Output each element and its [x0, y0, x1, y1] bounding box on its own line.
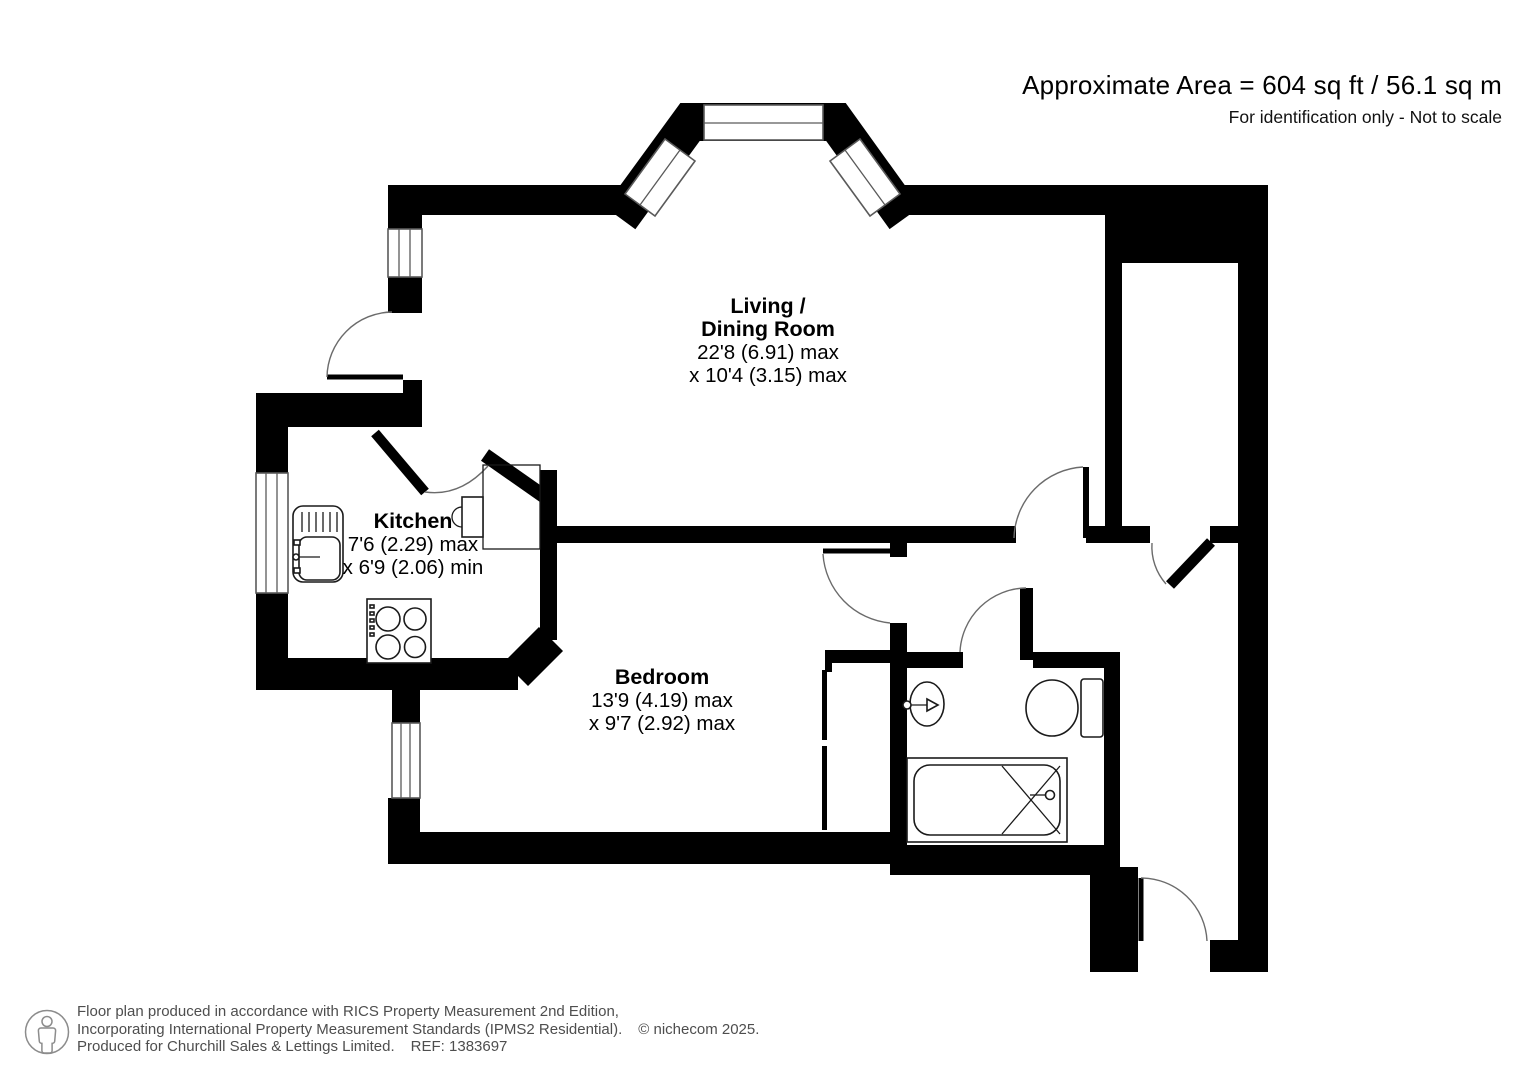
room-dimensions: 13'9 (4.19) max [591, 689, 733, 712]
wardrobe-line [822, 670, 827, 740]
room-name: Bedroom [614, 665, 710, 689]
hob [366, 598, 432, 664]
footer-line2: Incorporating International Property Mea… [77, 1021, 759, 1039]
walls [256, 103, 1268, 972]
bedroom-door [822, 548, 898, 624]
living-room-door [1013, 466, 1089, 539]
kitchen-door [371, 429, 489, 496]
bedroom-window [391, 722, 421, 799]
boiler [451, 496, 484, 538]
footer-line3: Produced for Churchill Sales & Lettings … [77, 1038, 759, 1056]
bedroom-label: Bedroom 13'9 (4.19) max x 9'7 (2.92) max [502, 665, 822, 736]
footer-line2-text: Incorporating International Property Mea… [77, 1020, 623, 1038]
room-name: Kitchen [373, 509, 453, 533]
toilet [1025, 678, 1104, 738]
room-dimensions: x 6'9 (2.06) min [342, 556, 484, 579]
room-dimensions: x 10'4 (3.15) max [689, 364, 847, 387]
kitchen-label: Kitchen 7'6 (2.29) max x 6'9 (2.06) min [253, 509, 573, 580]
bay-window [623, 104, 902, 218]
cupboard-door [1151, 538, 1215, 589]
kitchen-window [255, 472, 289, 594]
room-dimensions: x 9'7 (2.92) max [588, 712, 736, 735]
living-room-window [387, 228, 423, 278]
footer-reference: REF: 1383697 [410, 1038, 508, 1055]
basin [902, 681, 945, 727]
footer-line1: Floor plan produced in accordance with R… [77, 1003, 619, 1020]
room-dimensions: 7'6 (2.29) max [347, 533, 479, 556]
bath [906, 757, 1068, 843]
room-dimensions: 22'8 (6.91) max [697, 341, 839, 364]
header: Approximate Area = 604 sq ft / 56.1 sq m… [1022, 70, 1502, 128]
bathroom-door [959, 587, 1033, 660]
room-name: Living / [730, 294, 806, 318]
front-door [1138, 877, 1208, 942]
living-dining-room-label: Living / Dining Room 22'8 (6.91) max x 1… [608, 294, 928, 388]
bath-tap [1044, 789, 1056, 801]
basin-tap [926, 697, 940, 713]
kitchen-sink [292, 505, 344, 583]
disclaimer-text: For identification only - Not to scale [1228, 107, 1502, 127]
footer-copyright: © nichecom 2025. [638, 1020, 760, 1038]
wardrobe-line [822, 746, 827, 830]
person-scale-icon [24, 1009, 70, 1055]
room-name: Dining Room [701, 317, 835, 341]
patio-door [326, 311, 403, 380]
footer-line3-text: Produced for Churchill Sales & Lettings … [77, 1038, 395, 1055]
approximate-area-text: Approximate Area = 604 sq ft / 56.1 sq m [1022, 70, 1502, 100]
footer: Floor plan produced in accordance with R… [77, 1003, 759, 1056]
